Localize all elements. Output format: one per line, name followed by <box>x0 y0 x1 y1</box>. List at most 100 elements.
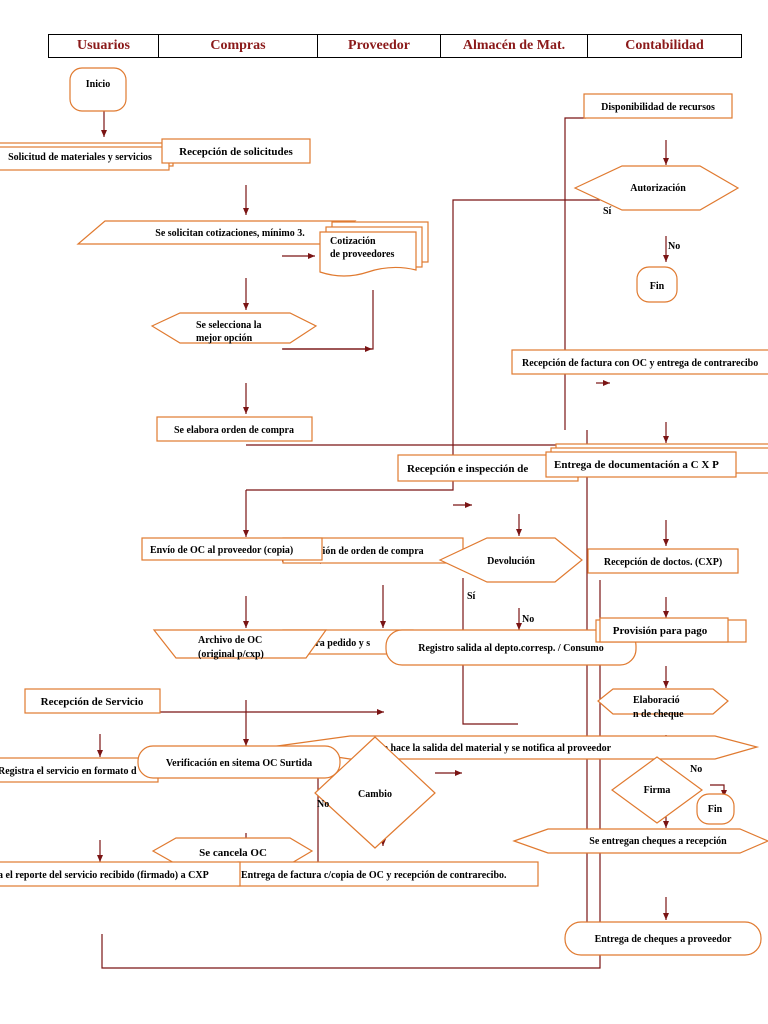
node-salida-material: Se hace la salida del material y se noti… <box>269 735 760 760</box>
node-cotizaciones: Se solicitan cotizaciones, mínimo 3. <box>76 220 357 245</box>
node-label: Verificación en sitema OC Surtida <box>166 758 312 769</box>
node-recepcion-doctos: Recepción de doctos. (CXP) <box>587 548 739 574</box>
node-label: Inicio <box>86 79 110 90</box>
swimlane-header: Usuarios Compras Proveedor Almacén de Ma… <box>48 34 742 58</box>
node-shape <box>512 828 768 854</box>
node-label: Registra el servicio en formato d <box>0 766 137 777</box>
node-label: Registro salida al depto.corresp. / Cons… <box>418 643 603 654</box>
node-label: Se hace la salida del material y se noti… <box>378 743 612 754</box>
node-label: (original p/cxp) <box>198 649 264 660</box>
line-to-disponibilidad <box>564 117 586 430</box>
node-recepcion-solicitudes: Recepción de solicitudes <box>161 138 311 164</box>
node-entrega-factura: Entrega de factura c/copia de OC y recep… <box>237 861 539 887</box>
lane-usuarios: Usuarios <box>49 35 159 57</box>
node-mejor-opcion: Se selecciona la mejor opción <box>150 312 318 344</box>
node-envio-oc: Envío de OC al proveedor (copia) <box>141 537 323 561</box>
node-shape <box>314 736 436 849</box>
line-bottom-loop <box>101 580 601 969</box>
node-entrega-documentacion: Entrega de documentación a C X P <box>545 443 768 478</box>
node-shape <box>237 861 539 887</box>
node-label: Autorización <box>630 183 686 194</box>
node-label: Elaboració <box>633 695 680 706</box>
node-label: Cotización <box>330 236 376 247</box>
label-no-firma: No <box>690 764 702 775</box>
node-entrega-cheques-proveedor: Entrega de cheques a proveedor <box>564 921 762 956</box>
node-shape <box>583 93 733 119</box>
connectors <box>97 110 768 969</box>
node-shape <box>156 416 313 442</box>
node-label: mejor opción <box>196 333 253 344</box>
node-label: Cambio <box>358 789 392 800</box>
node-orden-compra: Se elabora orden de compra <box>156 416 313 442</box>
node-autorizacion: Autorización <box>573 165 740 211</box>
node-inicio: Inicio <box>69 67 127 112</box>
node-label: Recepción de orden de compra <box>292 546 424 557</box>
node-label: Provisión para pago <box>613 625 708 637</box>
node-label: Recepción de Servicio <box>41 696 144 708</box>
node-label: Firma <box>644 785 671 796</box>
node-label: Se solicitan cotizaciones, mínimo 3. <box>155 228 305 239</box>
node-shape <box>511 349 768 375</box>
node-solicitud-materiales: Solicitud de materiales y servicios <box>0 142 174 171</box>
node-label: Envío de OC al proveedor (copia) <box>150 545 293 556</box>
node-shape <box>438 537 583 583</box>
label-no-autorizacion: No <box>668 241 680 252</box>
label-si-autorizacion: Sí <box>603 206 612 217</box>
node-archivo-oc: Archivo de OC (original p/cxp) <box>152 629 328 660</box>
node-provision-pago: Provisión para pago <box>595 617 747 643</box>
node-cotizacion-proveedores: Cotización de proveedores <box>319 221 429 277</box>
node-shape <box>150 312 318 344</box>
node-label: Prepara pedido y s <box>290 638 370 649</box>
line-si-devolucion <box>462 578 518 725</box>
node-elaboracion-cheque: Elaboració n de cheque <box>597 688 729 720</box>
node-shape <box>24 688 161 714</box>
node-cambio: Cambio <box>314 736 436 849</box>
node-disponibilidad: Disponibilidad de recursos <box>583 93 733 119</box>
node-label: Solicitud de materiales y servicios <box>8 152 152 163</box>
node-label: Recepción de doctos. (CXP) <box>604 557 722 568</box>
node-registra-servicio: Registra el servicio en formato d <box>0 757 159 783</box>
node-label: Se selecciona la <box>196 320 262 331</box>
node-shape <box>636 266 678 303</box>
label-no-devolucion: No <box>522 614 534 625</box>
node-recepcion-factura: Recepción de factura con OC y entrega de… <box>511 349 768 375</box>
node-registro-salida: Registro salida al depto.corresp. / Cons… <box>385 629 637 666</box>
node-label: de proveedores <box>330 249 394 260</box>
node-label: Fin <box>650 281 665 292</box>
arrow-firma-no <box>710 784 727 797</box>
node-shape <box>0 757 159 783</box>
node-verificacion-sistema: Verificación en sitema OC Surtida <box>137 745 341 779</box>
node-shape <box>69 67 127 112</box>
label-no-cambio: No <box>317 799 329 810</box>
line-si-autorizacion <box>246 199 600 491</box>
node-label: Recepción de solicitudes <box>179 146 293 158</box>
node-shape <box>599 617 729 643</box>
node-shape <box>696 793 735 825</box>
node-label: Entrega de documentación a C X P <box>554 459 719 471</box>
node-entregan-cheques-recepcion: Se entregan cheques a recepción <box>512 828 768 854</box>
node-label: Archivo de OC <box>198 635 262 646</box>
node-label: Se entregan cheques a recepción <box>589 836 727 847</box>
node-shape <box>161 138 311 164</box>
node-devolucion: Devolución <box>438 537 583 583</box>
node-shape <box>137 745 341 779</box>
node-shape <box>319 231 417 277</box>
node-label: Devolución <box>487 556 535 567</box>
label-si-devolucion: Sí <box>467 591 476 602</box>
node-shape <box>597 688 729 715</box>
node-label: Fin <box>708 804 723 815</box>
node-label: Recepción e inspección de <box>407 463 528 475</box>
node-firma: Firma <box>610 756 704 824</box>
node-label: Disponibilidad de recursos <box>601 102 715 113</box>
node-shape <box>0 861 241 887</box>
node-label: Se cancela OC <box>199 847 267 859</box>
node-label: Entrega de factura c/copia de OC y recep… <box>241 870 507 881</box>
lane-contabilidad: Contabilidad <box>625 38 704 53</box>
node-shape <box>545 451 737 478</box>
node-label: a el reporte del servicio recibido (firm… <box>0 870 209 881</box>
node-label: Se elabora orden de compra <box>174 425 294 436</box>
lane-almacen: Almacén de Mat. <box>441 35 588 57</box>
node-label: Entrega de cheques a proveedor <box>595 934 732 945</box>
